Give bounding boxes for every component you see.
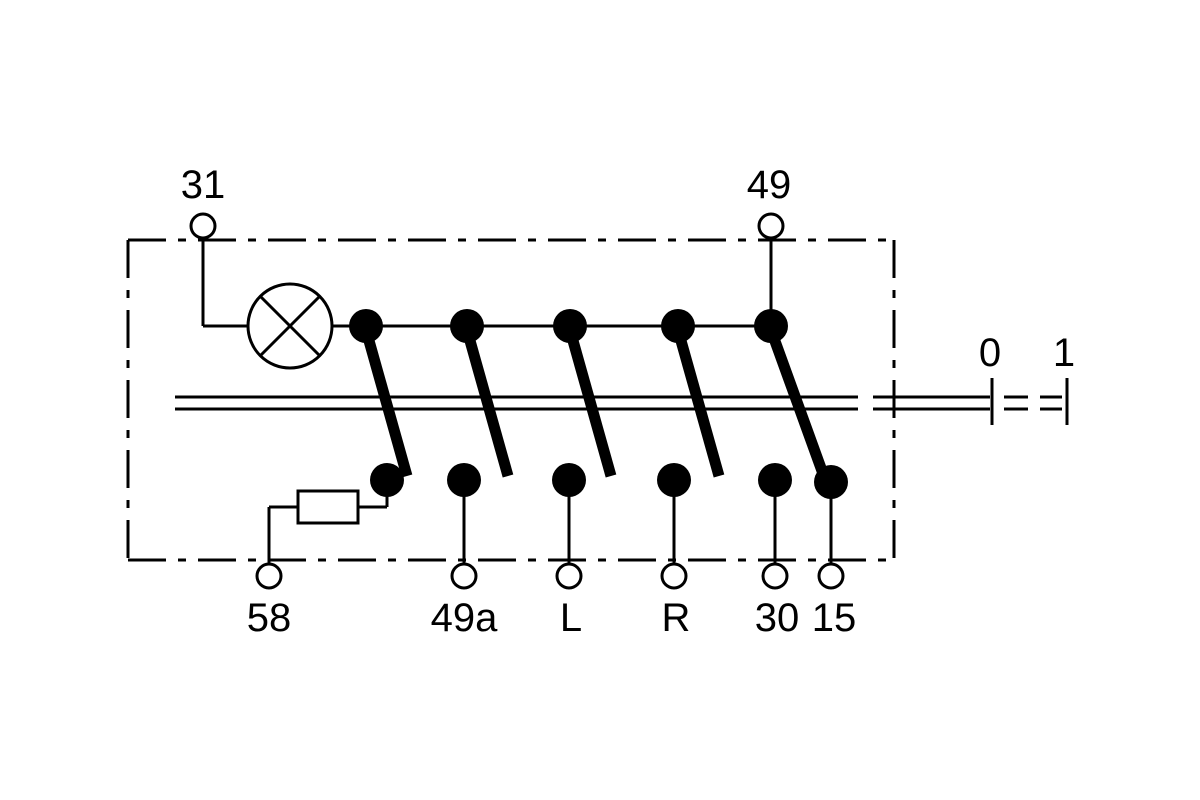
terminal-label-R: R bbox=[662, 596, 691, 640]
lower-terminal-wires bbox=[462, 480, 833, 565]
terminal-L bbox=[555, 562, 583, 590]
contact-dot bbox=[450, 309, 484, 343]
terminal-49 bbox=[757, 212, 785, 240]
terminal-label-49a: 49a bbox=[431, 596, 498, 640]
terminal-31 bbox=[189, 212, 217, 240]
actuator-shaft bbox=[175, 395, 1062, 411]
terminal-15 bbox=[817, 562, 845, 590]
contact-dot bbox=[349, 309, 383, 343]
lamp-icon bbox=[246, 282, 334, 370]
upper-contacts bbox=[349, 309, 788, 343]
terminal-label-15: 15 bbox=[812, 596, 857, 640]
terminal-label-58: 58 bbox=[247, 596, 292, 640]
terminal-R bbox=[660, 562, 688, 590]
switch-blade bbox=[564, 328, 617, 478]
terminal-30 bbox=[761, 562, 789, 590]
contact-dot bbox=[553, 309, 587, 343]
switch-blade bbox=[461, 328, 514, 478]
enclosure-frame bbox=[126, 238, 896, 562]
contact-dot bbox=[661, 309, 695, 343]
switch-blade bbox=[765, 328, 832, 484]
switch-blade bbox=[360, 328, 413, 478]
contact-dot bbox=[754, 309, 788, 343]
terminal-49a bbox=[450, 562, 478, 590]
terminal-label-L: L bbox=[560, 596, 582, 640]
position-label-1: 1 bbox=[1053, 331, 1075, 375]
position-label-0: 0 bbox=[979, 331, 1001, 375]
terminal-label-31: 31 bbox=[181, 163, 226, 207]
resistor-icon bbox=[267, 480, 389, 565]
terminal-58 bbox=[255, 562, 283, 590]
switch-blades bbox=[360, 328, 832, 484]
terminal-label-30: 30 bbox=[755, 596, 800, 640]
switch-blade bbox=[672, 328, 725, 478]
terminal-label-49: 49 bbox=[747, 163, 792, 207]
